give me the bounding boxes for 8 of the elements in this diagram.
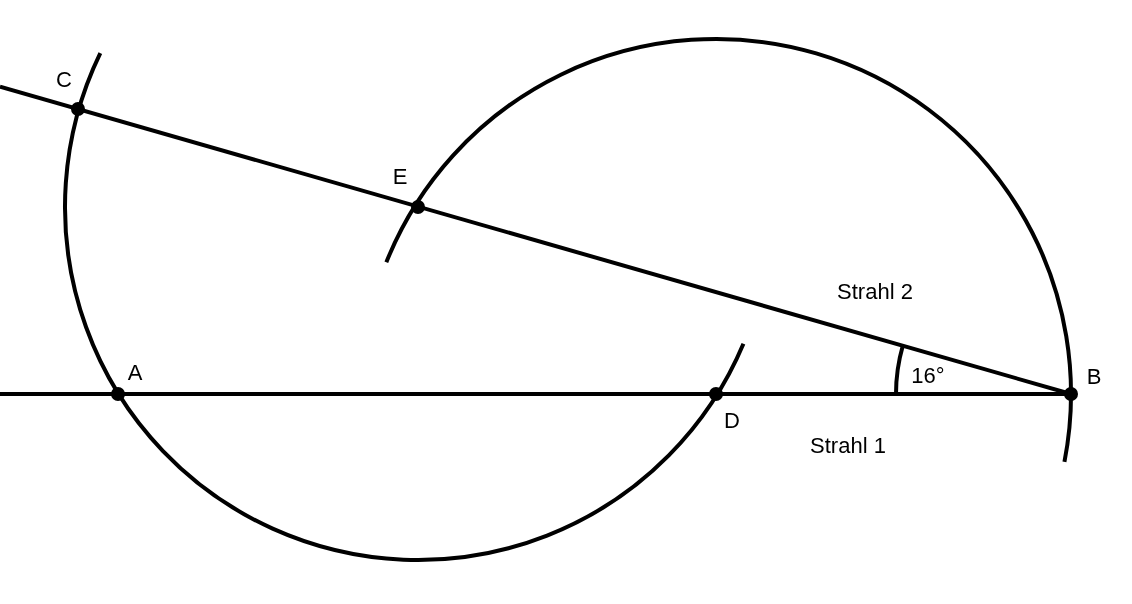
point-label: E [392, 166, 408, 188]
point-label: Strahl 2 [837, 281, 913, 303]
point-label: D [724, 410, 740, 432]
point-label: B [1086, 366, 1102, 388]
point-label: 16° [911, 365, 945, 387]
point-label: C [56, 69, 72, 91]
point-label: Strahl 1 [810, 435, 886, 457]
point-label: A [127, 362, 143, 384]
